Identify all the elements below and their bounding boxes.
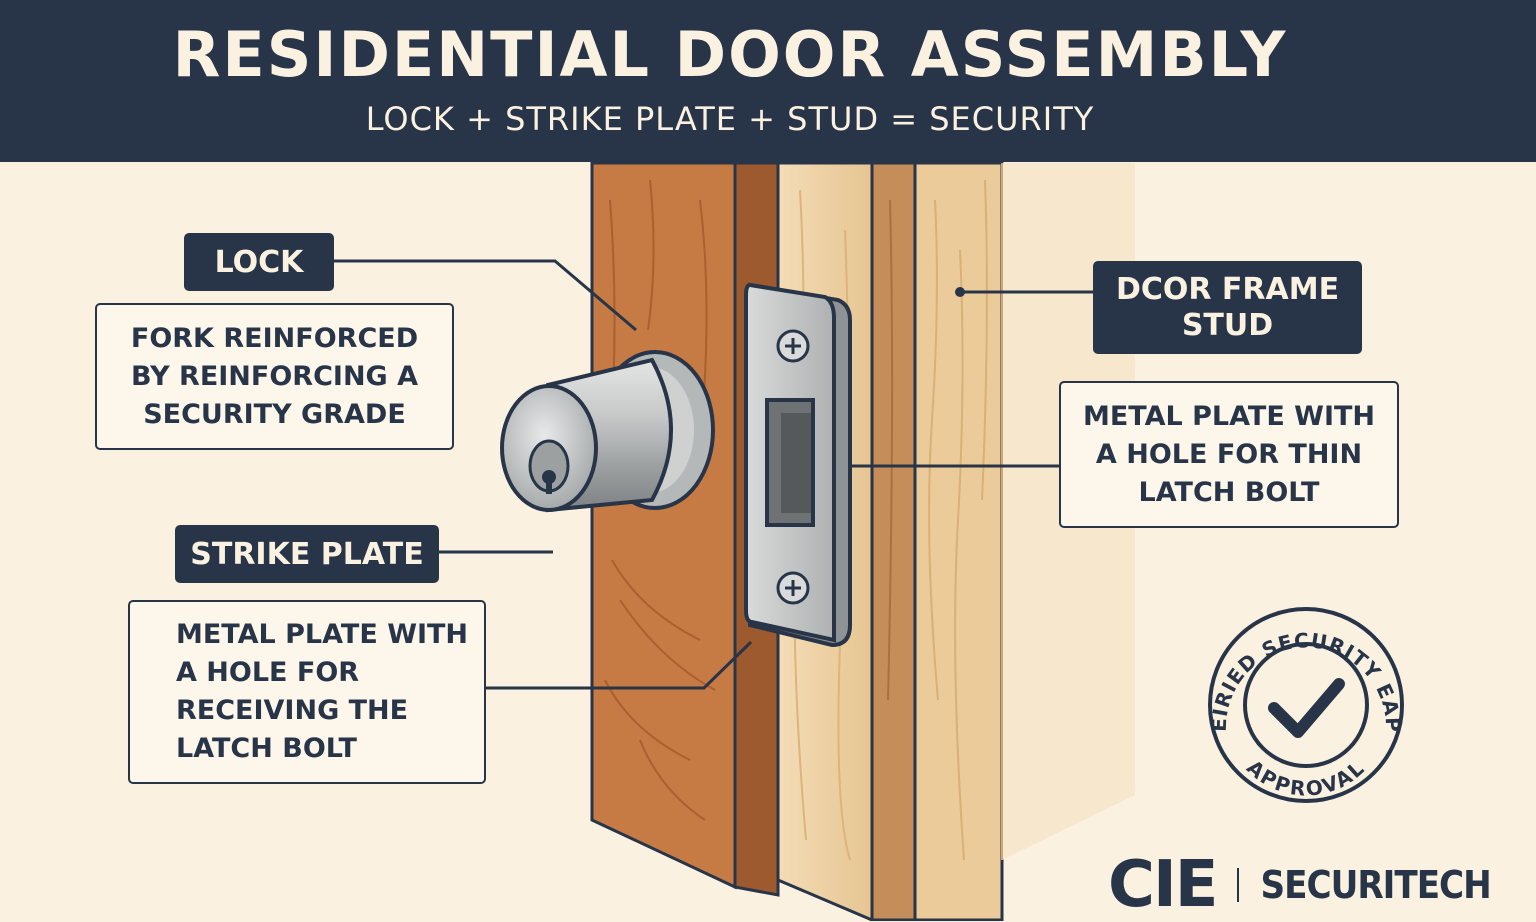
strike-plate-description-box: METAL PLATE WITH A HOLE FOR RECEIVING TH… <box>128 600 486 784</box>
lock-knob <box>500 350 715 513</box>
strike-plate-description: METAL PLATE WITH A HOLE FOR RECEIVING TH… <box>176 619 469 764</box>
lock-tag: LOCK <box>184 233 334 291</box>
keyhole-icon <box>542 470 556 494</box>
screw-icon <box>776 571 810 605</box>
lock-description: FORK REINFORCED BY REINFORCING A SECURIT… <box>130 322 419 430</box>
frame-stud-tag: DCOR FRAME STUD <box>1093 261 1362 354</box>
svg-text:APPROVAL: APPROVAL <box>1242 755 1370 801</box>
checkmark-icon <box>1268 678 1345 738</box>
logo-divider <box>1236 868 1239 902</box>
company-logo: CIE SECURITECH <box>1108 848 1492 922</box>
leader-lines <box>334 259 1093 690</box>
lock-leader-line <box>334 259 637 332</box>
header-banner: RESIDENTIAL DOOR ASSEMBLY LOCK + STRIKE … <box>0 0 1536 162</box>
logo-brand: CIE <box>1108 848 1218 922</box>
page-subtitle: LOCK + STRIKE PLATE + STUD = SECURITY <box>365 100 1095 138</box>
frame-stud-description: METAL PLATE WITH A HOLE FOR THIN LATCH B… <box>1082 400 1376 508</box>
stamp-bottom-text: APPROVAL <box>1242 755 1368 801</box>
frame-stud-description-box: METAL PLATE WITH A HOLE FOR THIN LATCH B… <box>1059 381 1399 528</box>
strike-plate-tag: STRIKE PLATE <box>175 525 439 583</box>
logo-name: SECURITECH <box>1260 863 1492 907</box>
strike-plate <box>744 282 852 648</box>
page-title: RESIDENTIAL DOOR ASSEMBLY <box>172 18 1288 91</box>
strike-description-leader-line <box>486 640 753 690</box>
lock-description-box: FORK REINFORCED BY REINFORCING A SECURIT… <box>95 303 454 450</box>
screw-icon <box>776 329 810 363</box>
